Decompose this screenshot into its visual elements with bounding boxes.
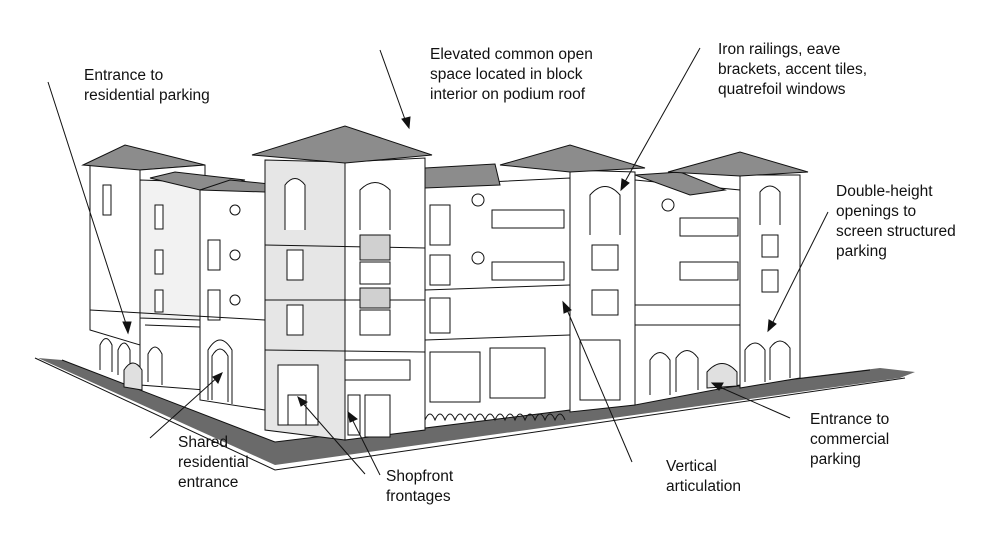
middle-wing	[424, 163, 571, 429]
label-shared-residential-entrance: Shared residential entrance	[178, 434, 249, 491]
label-entrance-residential-parking: Entrance to residential parking	[84, 67, 210, 104]
left-wing	[81, 144, 271, 411]
label-entrance-commercial-parking: Entrance to commercial parking	[810, 411, 890, 468]
pointer-arrows	[47, 47, 829, 476]
label-vertical-articulation: Vertical articulation	[666, 458, 741, 495]
label-elevated-open-space: Elevated common open space located in bl…	[430, 46, 593, 103]
right-tower	[499, 144, 646, 413]
label-shopfront-frontages: Shopfront frontages	[386, 468, 454, 505]
label-double-height-openings: Double-height openings to screen structu…	[836, 183, 956, 260]
label-iron-railings: Iron railings, eave brackets, accent til…	[718, 41, 868, 98]
right-wing	[634, 151, 809, 406]
corner-tower	[251, 125, 433, 441]
